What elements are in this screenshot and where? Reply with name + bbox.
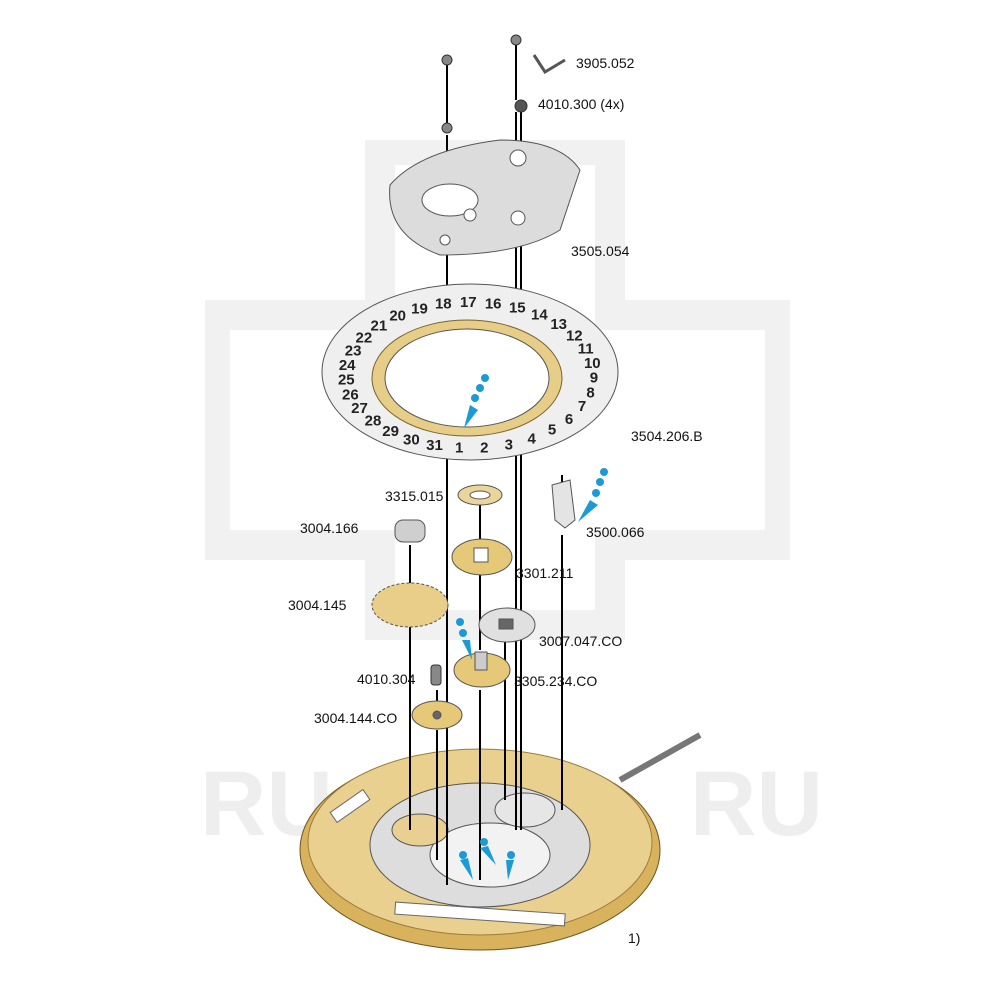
watermark-text-right: RU [690, 753, 823, 855]
label-3500-066: 3500.066 [586, 524, 645, 540]
label-3004-166: 3004.166 [300, 520, 359, 536]
date-numeral: 26 [342, 386, 359, 403]
label-3007-047-CO: 3007.047.CO [539, 633, 623, 649]
date-numeral: 28 [365, 412, 382, 429]
date-numeral: 6 [565, 411, 573, 428]
date-numeral: 27 [351, 400, 368, 417]
date-numeral: 21 [371, 317, 388, 334]
date-numeral: 12 [566, 327, 583, 344]
plate-3505-054 [389, 139, 581, 256]
date-numeral: 29 [382, 423, 399, 440]
date-numeral: 18 [435, 296, 452, 313]
date-numeral: 23 [345, 343, 362, 360]
date-numeral: 15 [509, 299, 526, 316]
date-numeral: 24 [339, 357, 356, 374]
parts [371, 479, 576, 730]
date-numeral: 10 [584, 355, 601, 372]
date-numeral: 19 [411, 300, 428, 317]
date-numeral: 16 [485, 295, 502, 312]
label-3004-145: 3004.145 [288, 597, 347, 613]
date-numeral: 11 [578, 341, 594, 358]
date-numeral: 7 [578, 398, 586, 415]
label-3315-015: 3315.015 [385, 488, 444, 504]
date-numeral: 9 [590, 370, 598, 387]
date-numeral: 20 [389, 308, 406, 325]
date-numeral: 3 [505, 436, 513, 453]
date-numeral: 8 [586, 384, 594, 401]
date-numeral: 17 [460, 294, 477, 311]
label-3504-206-B: 3504.206.B [631, 428, 703, 444]
date-numeral: 1 [455, 440, 463, 457]
label-3301-211: 3301.211 [516, 565, 574, 581]
screws [430, 34, 528, 686]
label-3305-234-CO: 3305.234.CO [514, 673, 598, 689]
spring-3905-052 [532, 54, 566, 75]
date-numeral: 13 [550, 316, 567, 333]
footnote-marker: 1) [628, 930, 641, 946]
label-3905-052: 3905.052 [576, 55, 635, 71]
date-numeral: 25 [338, 372, 355, 389]
date-numeral: 31 [426, 437, 443, 454]
label-3004-144-CO: 3004.144.CO [314, 710, 398, 726]
date-numeral: 14 [531, 306, 548, 323]
label-3505-054: 3505.054 [571, 243, 630, 259]
date-numeral: 30 [403, 431, 420, 448]
main-plate [299, 732, 702, 951]
date-numeral: 4 [528, 430, 537, 447]
date-numeral: 5 [548, 422, 556, 439]
date-numeral: 22 [356, 329, 373, 346]
label-4010-304: 4010.304 [357, 671, 416, 687]
date-numeral: 2 [480, 439, 488, 456]
lube-markers [456, 374, 608, 880]
label-4010-300: 4010.300 (4x) [538, 96, 625, 112]
